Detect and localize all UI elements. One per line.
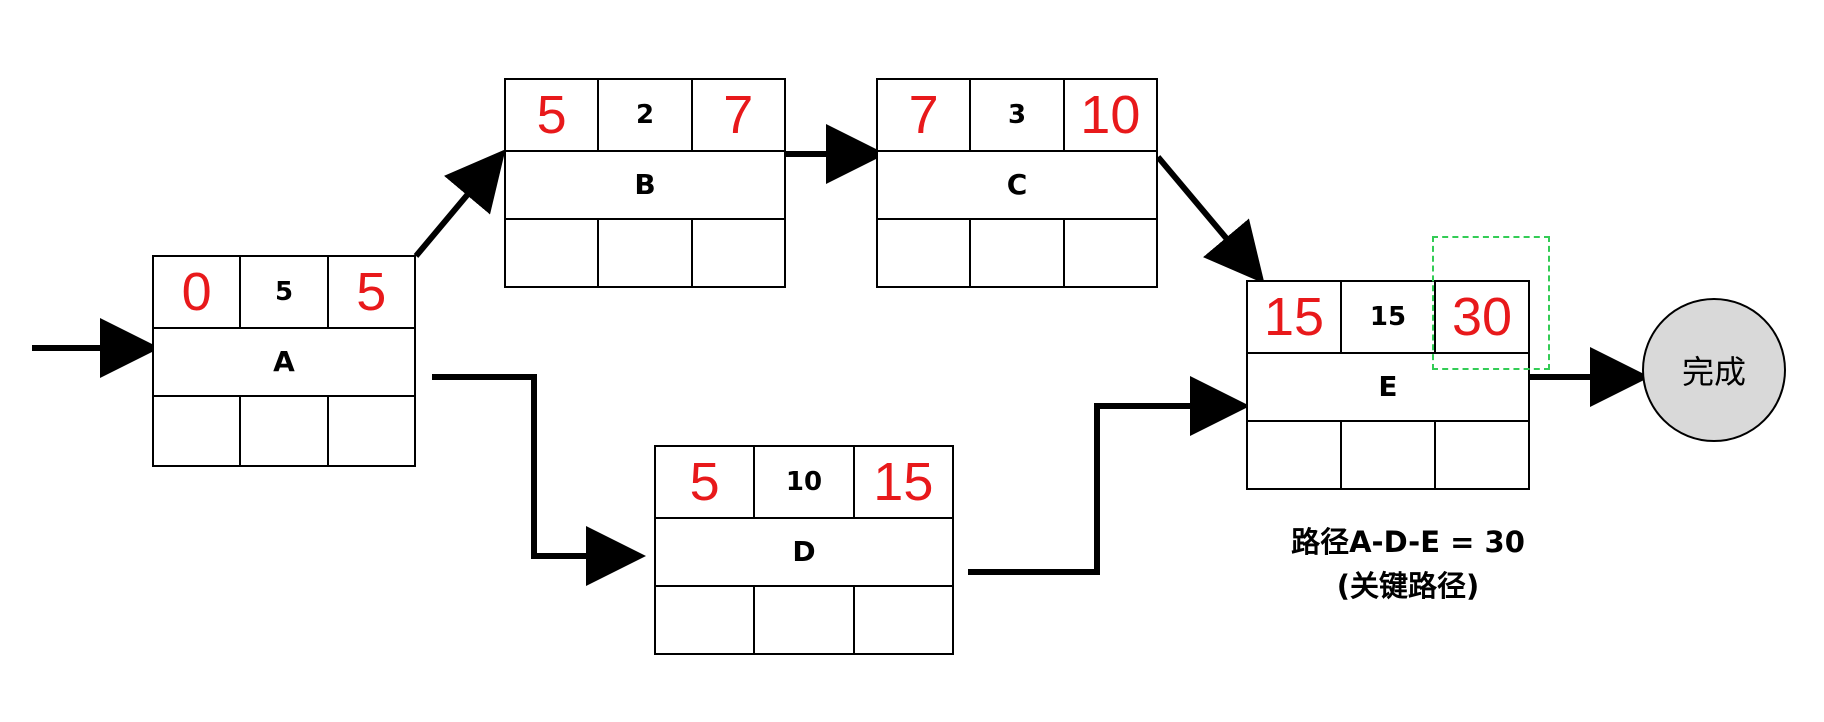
node-b-early-finish: 7 xyxy=(723,85,754,145)
node-d-late-finish xyxy=(855,585,952,653)
node-a-name: A xyxy=(273,344,295,378)
node-d-early-start: 5 xyxy=(656,447,756,517)
node-d: 5 10 15 D xyxy=(654,445,954,655)
arrow-a-to-d xyxy=(432,374,646,586)
arrow-d-to-e xyxy=(968,376,1250,575)
arrow-a-to-b xyxy=(413,149,506,258)
critical-path-line2: (关键路径) xyxy=(1336,569,1480,603)
node-b-late-start xyxy=(506,218,600,286)
node-c: 7 3 10 C xyxy=(876,78,1158,288)
node-b: 5 2 7 B xyxy=(504,78,786,288)
node-b-late-finish xyxy=(693,218,784,286)
node-e-late-start xyxy=(1248,420,1342,488)
node-c-late-finish xyxy=(1065,218,1156,286)
node-b-duration: 2 xyxy=(599,80,693,150)
node-b-early-start: 5 xyxy=(506,80,600,150)
node-c-late-start xyxy=(878,218,972,286)
node-a-early-start: 0 xyxy=(154,257,242,327)
finish-label: 完成 xyxy=(1681,353,1746,391)
critical-path-note: 路径A-D-E = 30 (关键路径) xyxy=(1248,520,1568,608)
node-a-late-finish xyxy=(329,395,414,465)
node-c-duration: 3 xyxy=(971,80,1065,150)
node-d-late-start xyxy=(656,585,756,653)
node-e: 15 15 30 E xyxy=(1246,280,1530,490)
node-e-late-finish xyxy=(1436,420,1528,488)
node-c-slack xyxy=(971,218,1065,286)
node-a-early-finish: 5 xyxy=(356,262,387,322)
highlight-e-early-finish xyxy=(1432,236,1550,370)
node-e-slack xyxy=(1342,420,1436,488)
node-a-slack xyxy=(241,395,329,465)
node-a: 0 5 5 A xyxy=(152,255,416,467)
node-c-name: C xyxy=(1006,167,1028,201)
node-e-duration: 15 xyxy=(1342,282,1436,352)
node-e-name: E xyxy=(1378,369,1398,403)
node-b-slack xyxy=(599,218,693,286)
node-a-late-start xyxy=(154,395,242,465)
node-a-duration: 5 xyxy=(241,257,329,327)
node-e-early-finish: 30 xyxy=(1451,287,1513,347)
critical-path-line1: 路径A-D-E = 30 xyxy=(1291,525,1525,559)
node-d-duration: 10 xyxy=(755,447,855,517)
node-e-early-start: 15 xyxy=(1248,282,1342,352)
arrow-c-to-e xyxy=(1155,155,1265,284)
node-b-name: B xyxy=(634,167,656,201)
node-d-name: D xyxy=(792,534,816,568)
node-c-early-finish: 10 xyxy=(1080,85,1141,145)
node-d-slack xyxy=(755,585,855,653)
node-d-early-finish: 15 xyxy=(873,452,934,512)
finish-node: 完成 xyxy=(1642,298,1786,442)
node-c-early-start: 7 xyxy=(878,80,972,150)
